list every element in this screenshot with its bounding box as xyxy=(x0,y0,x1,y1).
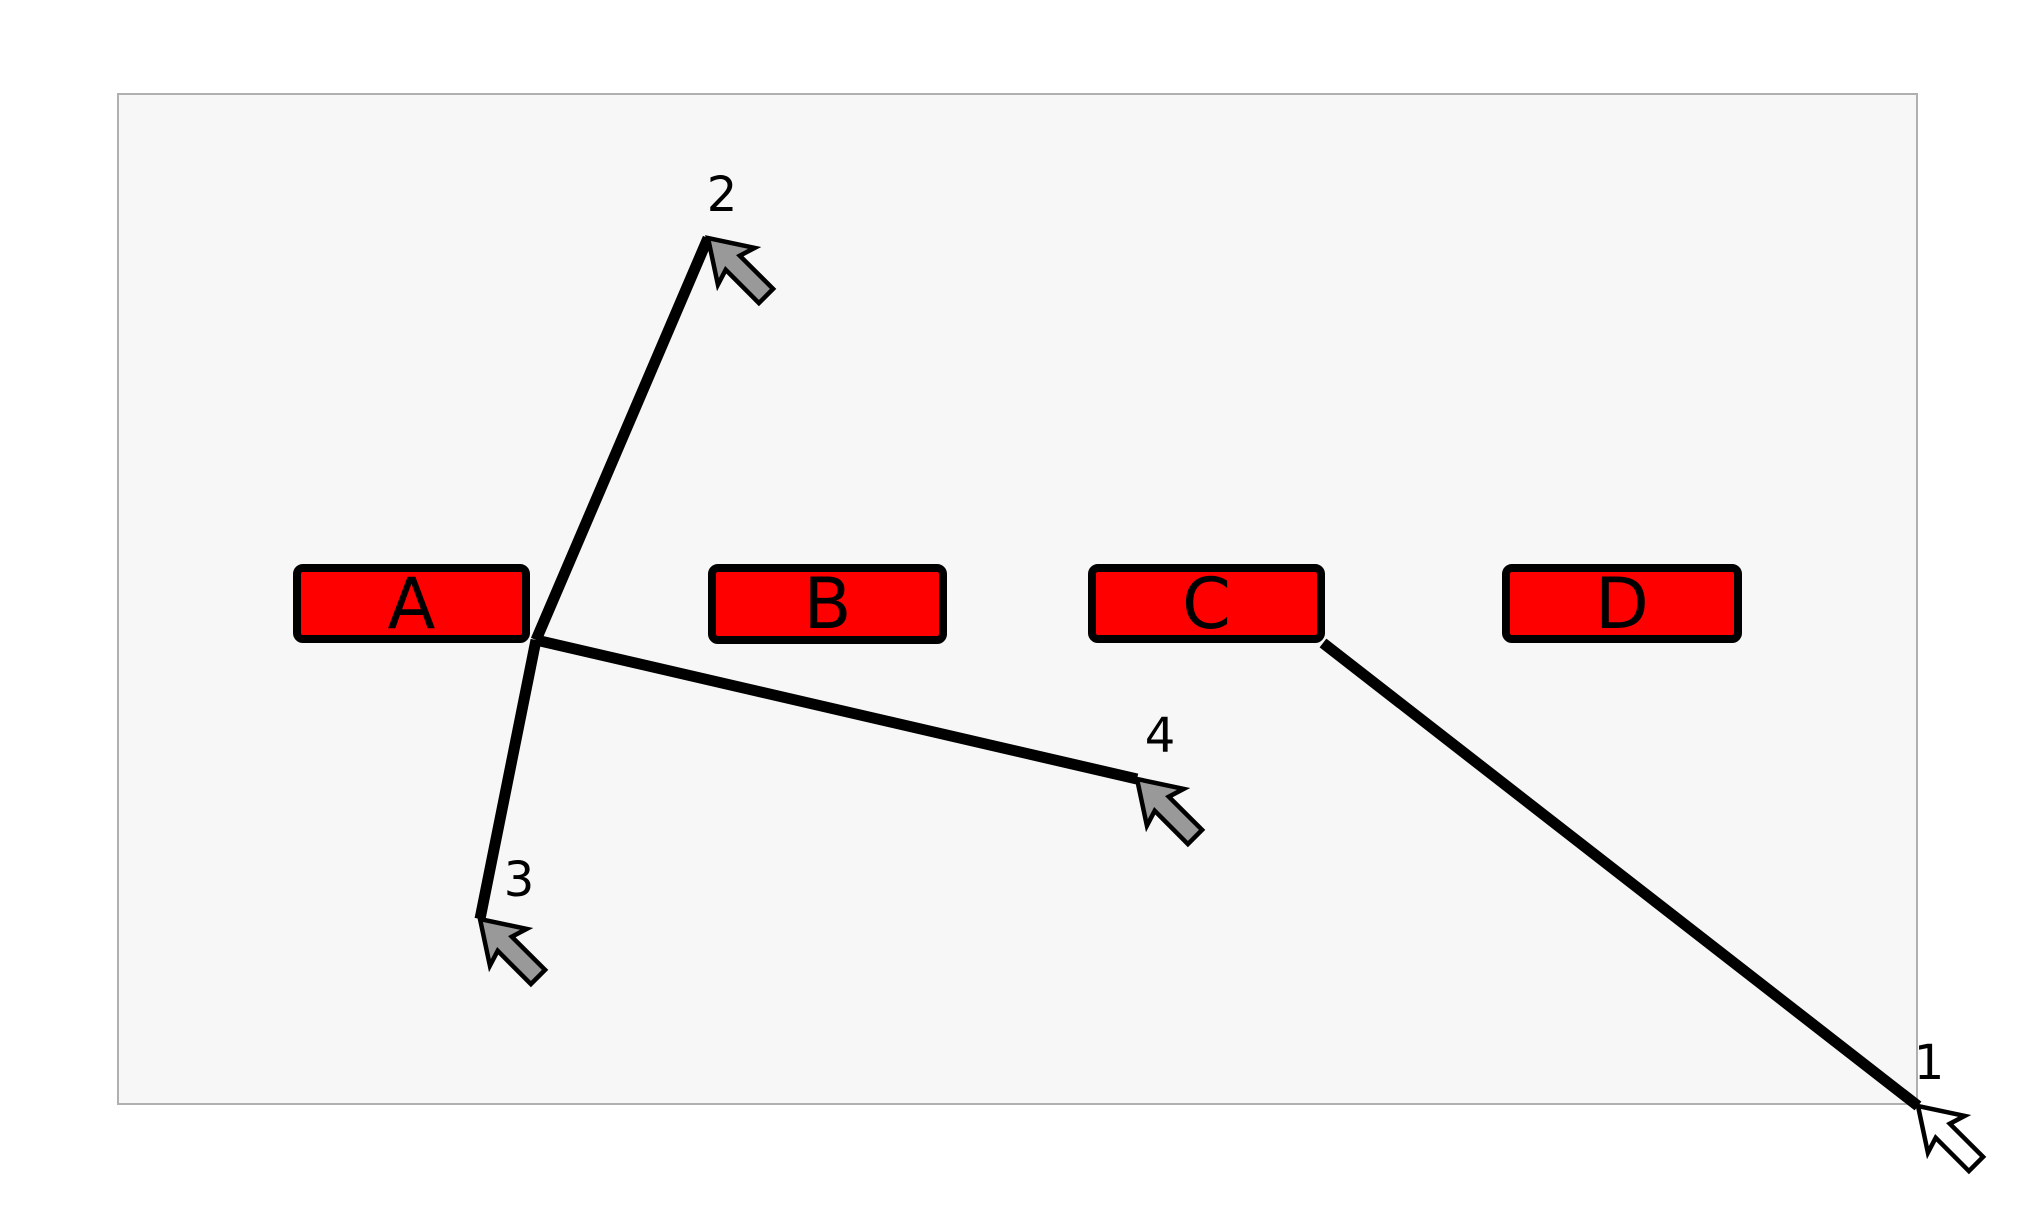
mouse-cursor-icon xyxy=(1915,1103,1987,1175)
target-box-a-label: A xyxy=(387,562,436,645)
target-box-d-label: D xyxy=(1595,562,1649,645)
target-box-c[interactable]: C xyxy=(1088,564,1325,643)
cursor-step-label-3: 3 xyxy=(503,852,535,908)
target-box-c-label: C xyxy=(1182,562,1231,645)
target-box-b-label: B xyxy=(803,563,852,645)
cursor-step-label-1: 1 xyxy=(1913,1035,1945,1091)
target-box-d[interactable]: D xyxy=(1502,564,1742,643)
cursor-step-label-2: 2 xyxy=(706,167,738,223)
target-box-b[interactable]: B xyxy=(708,564,947,644)
cursor-step-label-4: 4 xyxy=(1144,708,1176,764)
target-box-a[interactable]: A xyxy=(293,564,530,643)
